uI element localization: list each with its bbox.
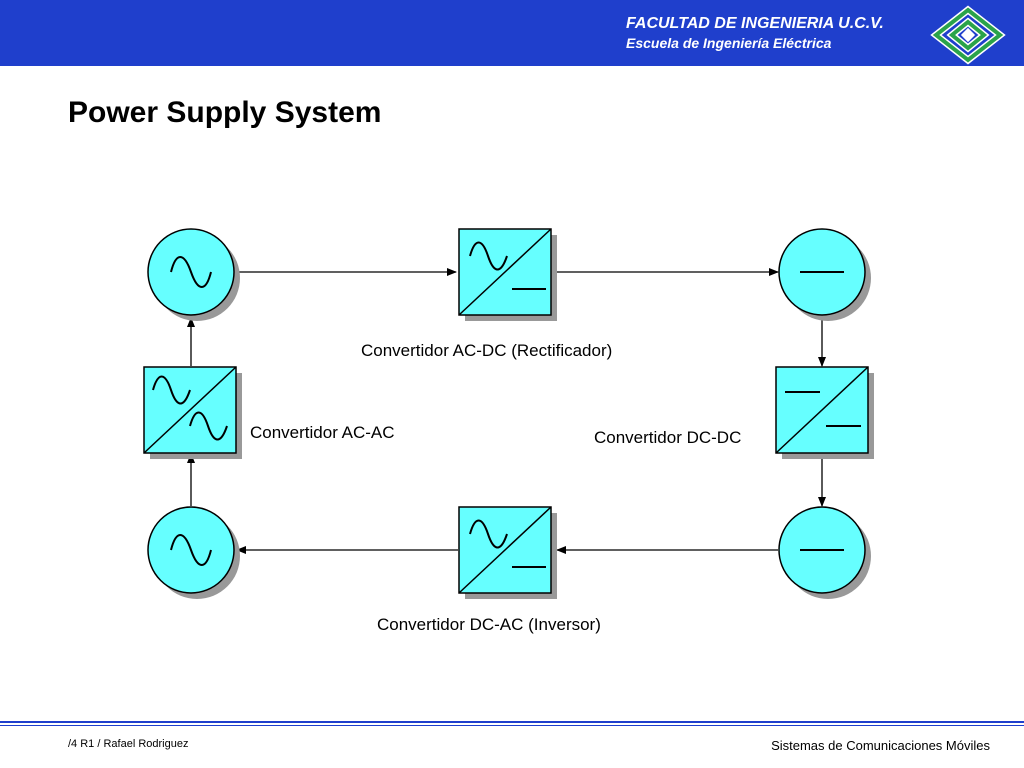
footer-divider [0,721,1024,723]
ac-ac-converter-icon [152,375,191,405]
faculty-name: FACULTAD DE INGENIERIA U.C.V. [626,15,884,32]
school-name: Escuela de Ingeniería Eléctrica [626,35,832,51]
institution-text: FACULTAD DE INGENIERIA U.C.V. Escuela de… [626,14,884,53]
dc-ac-converter-icon [469,519,508,549]
label-inverter: Convertidor DC-AC (Inversor) [377,615,601,634]
label-rectifier: Convertidor AC-DC (Rectificador) [361,341,613,360]
dc-dc-converter-block [775,366,874,459]
label-ac-ac: Convertidor AC-AC [250,423,395,442]
ac-ac-converter-block [143,366,242,459]
sine-wave-icon [170,256,212,288]
label-dc-dc: Convertidor DC-DC [594,428,742,447]
rectifier-block [458,228,557,321]
ucv-engineering-logo-icon [930,5,1006,65]
header-bar: FACULTAD DE INGENIERIA U.C.V. Escuela de… [0,0,1024,66]
inverter-block [458,506,557,599]
sine-wave-icon [170,534,212,566]
footer-author: /4 R1 / Rafael Rodriguez [68,738,189,750]
footer-divider-thin [0,725,1024,726]
ac-dc-converter-icon [469,241,508,271]
dc-source-top [778,228,871,321]
dc-source-bottom [778,506,871,599]
footer-course: Sistemas de Comunicaciones Móviles [771,738,990,753]
page-title: Power Supply System [68,96,382,129]
ac-source-bottom [147,506,240,599]
ac-source-top [147,228,240,321]
